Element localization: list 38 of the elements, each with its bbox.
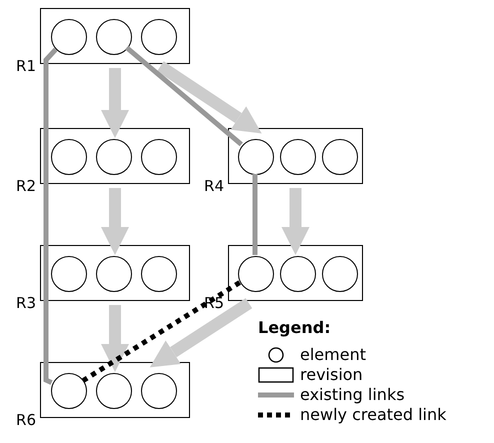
link-line [252, 174, 258, 255]
revision-label: R2 [16, 177, 36, 195]
element-circle [280, 139, 316, 175]
legend-text: existing links [300, 385, 405, 404]
legend-heading: Legend: [258, 318, 331, 337]
link-line [82, 280, 242, 383]
element-circle [238, 139, 274, 175]
element-circle [51, 256, 87, 292]
element-circle [51, 19, 87, 55]
element-circle [322, 256, 358, 292]
element-circle [96, 373, 132, 409]
element-circle [141, 19, 177, 55]
revision-arrow [157, 61, 262, 134]
revision-label: R3 [16, 294, 36, 312]
element-circle [96, 19, 132, 55]
element-circle [51, 373, 87, 409]
revision-arrow [101, 188, 129, 255]
link-line [44, 48, 58, 385]
element-circle [280, 256, 316, 292]
element-circle [51, 139, 87, 175]
revision-label: R4 [204, 177, 224, 195]
revision-arrow [101, 68, 129, 138]
element-circle [141, 139, 177, 175]
element-circle [96, 256, 132, 292]
legend-text: revision [300, 365, 363, 384]
revision-label: R6 [16, 411, 36, 429]
revision-arrow [282, 188, 310, 255]
link-line [125, 46, 243, 146]
revision-arrow [101, 305, 129, 372]
legend-text: newly created link [300, 405, 446, 424]
element-circle [141, 373, 177, 409]
revision-arrow [150, 298, 252, 368]
element-circle [322, 139, 358, 175]
revision-label: R1 [16, 57, 36, 75]
element-circle [141, 256, 177, 292]
element-circle [238, 256, 274, 292]
element-circle [96, 139, 132, 175]
legend-text: element [300, 345, 366, 364]
